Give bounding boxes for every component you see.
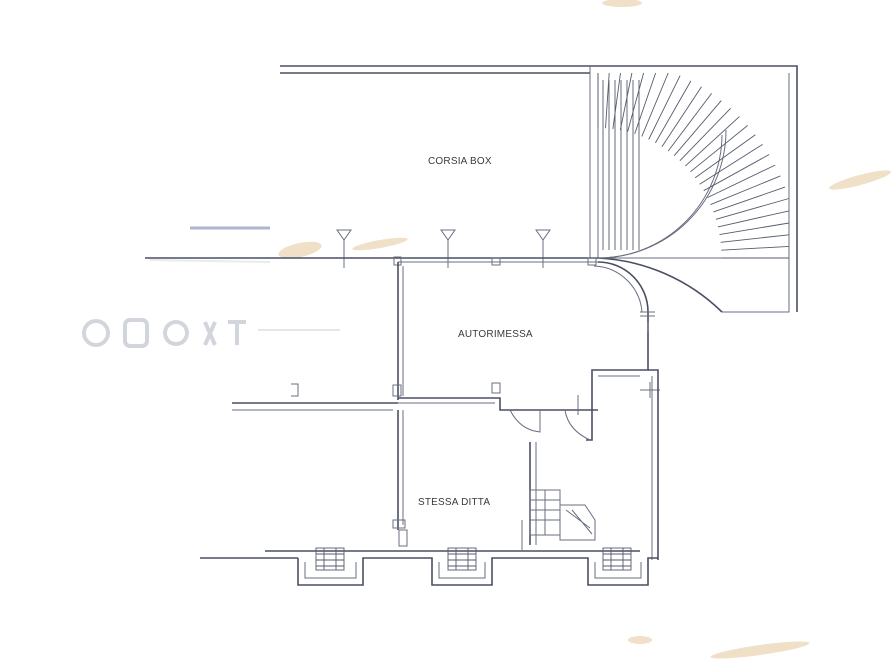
ramp-stripe	[661, 86, 702, 147]
autorimessa-outline	[392, 261, 660, 411]
bottom-wall	[200, 547, 658, 586]
ramp-stripe	[684, 116, 740, 167]
corsia-box-outline	[280, 65, 798, 313]
ramp-stripe	[715, 198, 790, 220]
light-well-grates	[315, 547, 632, 571]
ramp-stripe	[667, 93, 712, 152]
ramp-stripe	[648, 75, 681, 140]
ramp-stripe	[612, 72, 621, 129]
ramp-stripe	[707, 164, 776, 199]
ramp-stripe	[619, 72, 633, 131]
ramp-stripe	[634, 72, 657, 135]
lower-corridor	[232, 383, 408, 547]
ramp-stripe	[627, 72, 645, 132]
ramp-stripe	[703, 154, 770, 192]
light-fixtures	[336, 229, 551, 268]
watermark	[82, 226, 340, 348]
room-label-stessa-ditta: STESSA DITTA	[418, 497, 490, 508]
ramp-stripe	[679, 107, 731, 162]
ramp-stripe	[721, 245, 790, 251]
room-label-autorimessa: AUTORIMESSA	[458, 329, 533, 340]
ramp-stripe	[655, 80, 692, 144]
ramp-stripe	[719, 222, 790, 236]
scan-stains	[278, 0, 891, 659]
ramp-stripe	[713, 186, 786, 213]
ramp-stripe	[690, 125, 748, 173]
ramp-stripe	[694, 134, 756, 179]
ramp-stripe	[673, 100, 722, 156]
ramp-stripe	[710, 175, 781, 206]
ramp-stripe	[641, 72, 669, 137]
room-label-corsia-box: CORSIA BOX	[428, 156, 492, 167]
curved-ramp	[597, 72, 790, 313]
right-corridor	[586, 369, 659, 560]
ramp-stripe	[720, 234, 790, 243]
ramp-stripe	[717, 210, 790, 228]
door-swings	[509, 395, 591, 441]
staircase	[521, 442, 596, 550]
ramp-stripe	[699, 144, 763, 185]
